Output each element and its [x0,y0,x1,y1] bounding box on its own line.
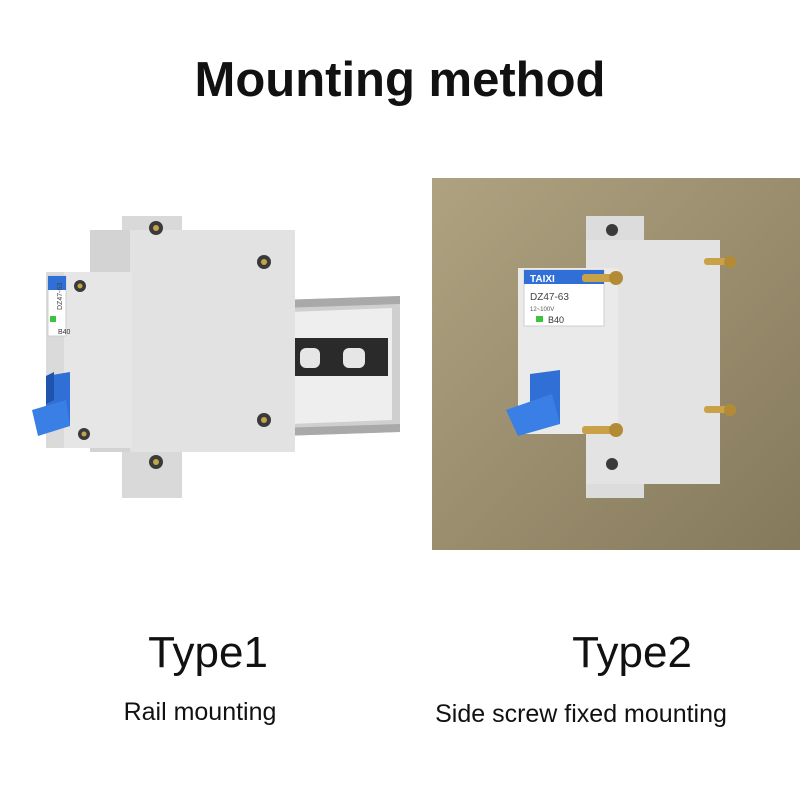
breaker-model-text: DZ47-63 [57,283,64,310]
rail-mounting-illustration: DZ47-63 B40 [10,200,410,520]
din-rail [280,296,400,436]
mounting-screws [582,256,736,437]
breaker-handle [32,372,70,436]
type2-heading: Type2 [572,628,692,677]
breaker-model-text: DZ47-63 [530,292,569,303]
type1-heading: Type1 [148,628,268,677]
breaker-brand-text: TAIXI [530,274,555,285]
screw-mounting-illustration: TAIXI DZ47-63 12~100V B40 [432,178,800,550]
type2-caption: Side screw fixed mounting [435,700,727,728]
page-title: Mounting method [194,53,606,107]
breaker-rating-text: B40 [548,315,564,325]
breaker-voltage-text: 12~100V [530,307,554,313]
breaker-rating-text: B40 [58,329,71,336]
type1-caption: Rail mounting [123,698,277,726]
breaker-body: DZ47-63 B40 [46,216,295,498]
breaker-handle [506,370,560,436]
